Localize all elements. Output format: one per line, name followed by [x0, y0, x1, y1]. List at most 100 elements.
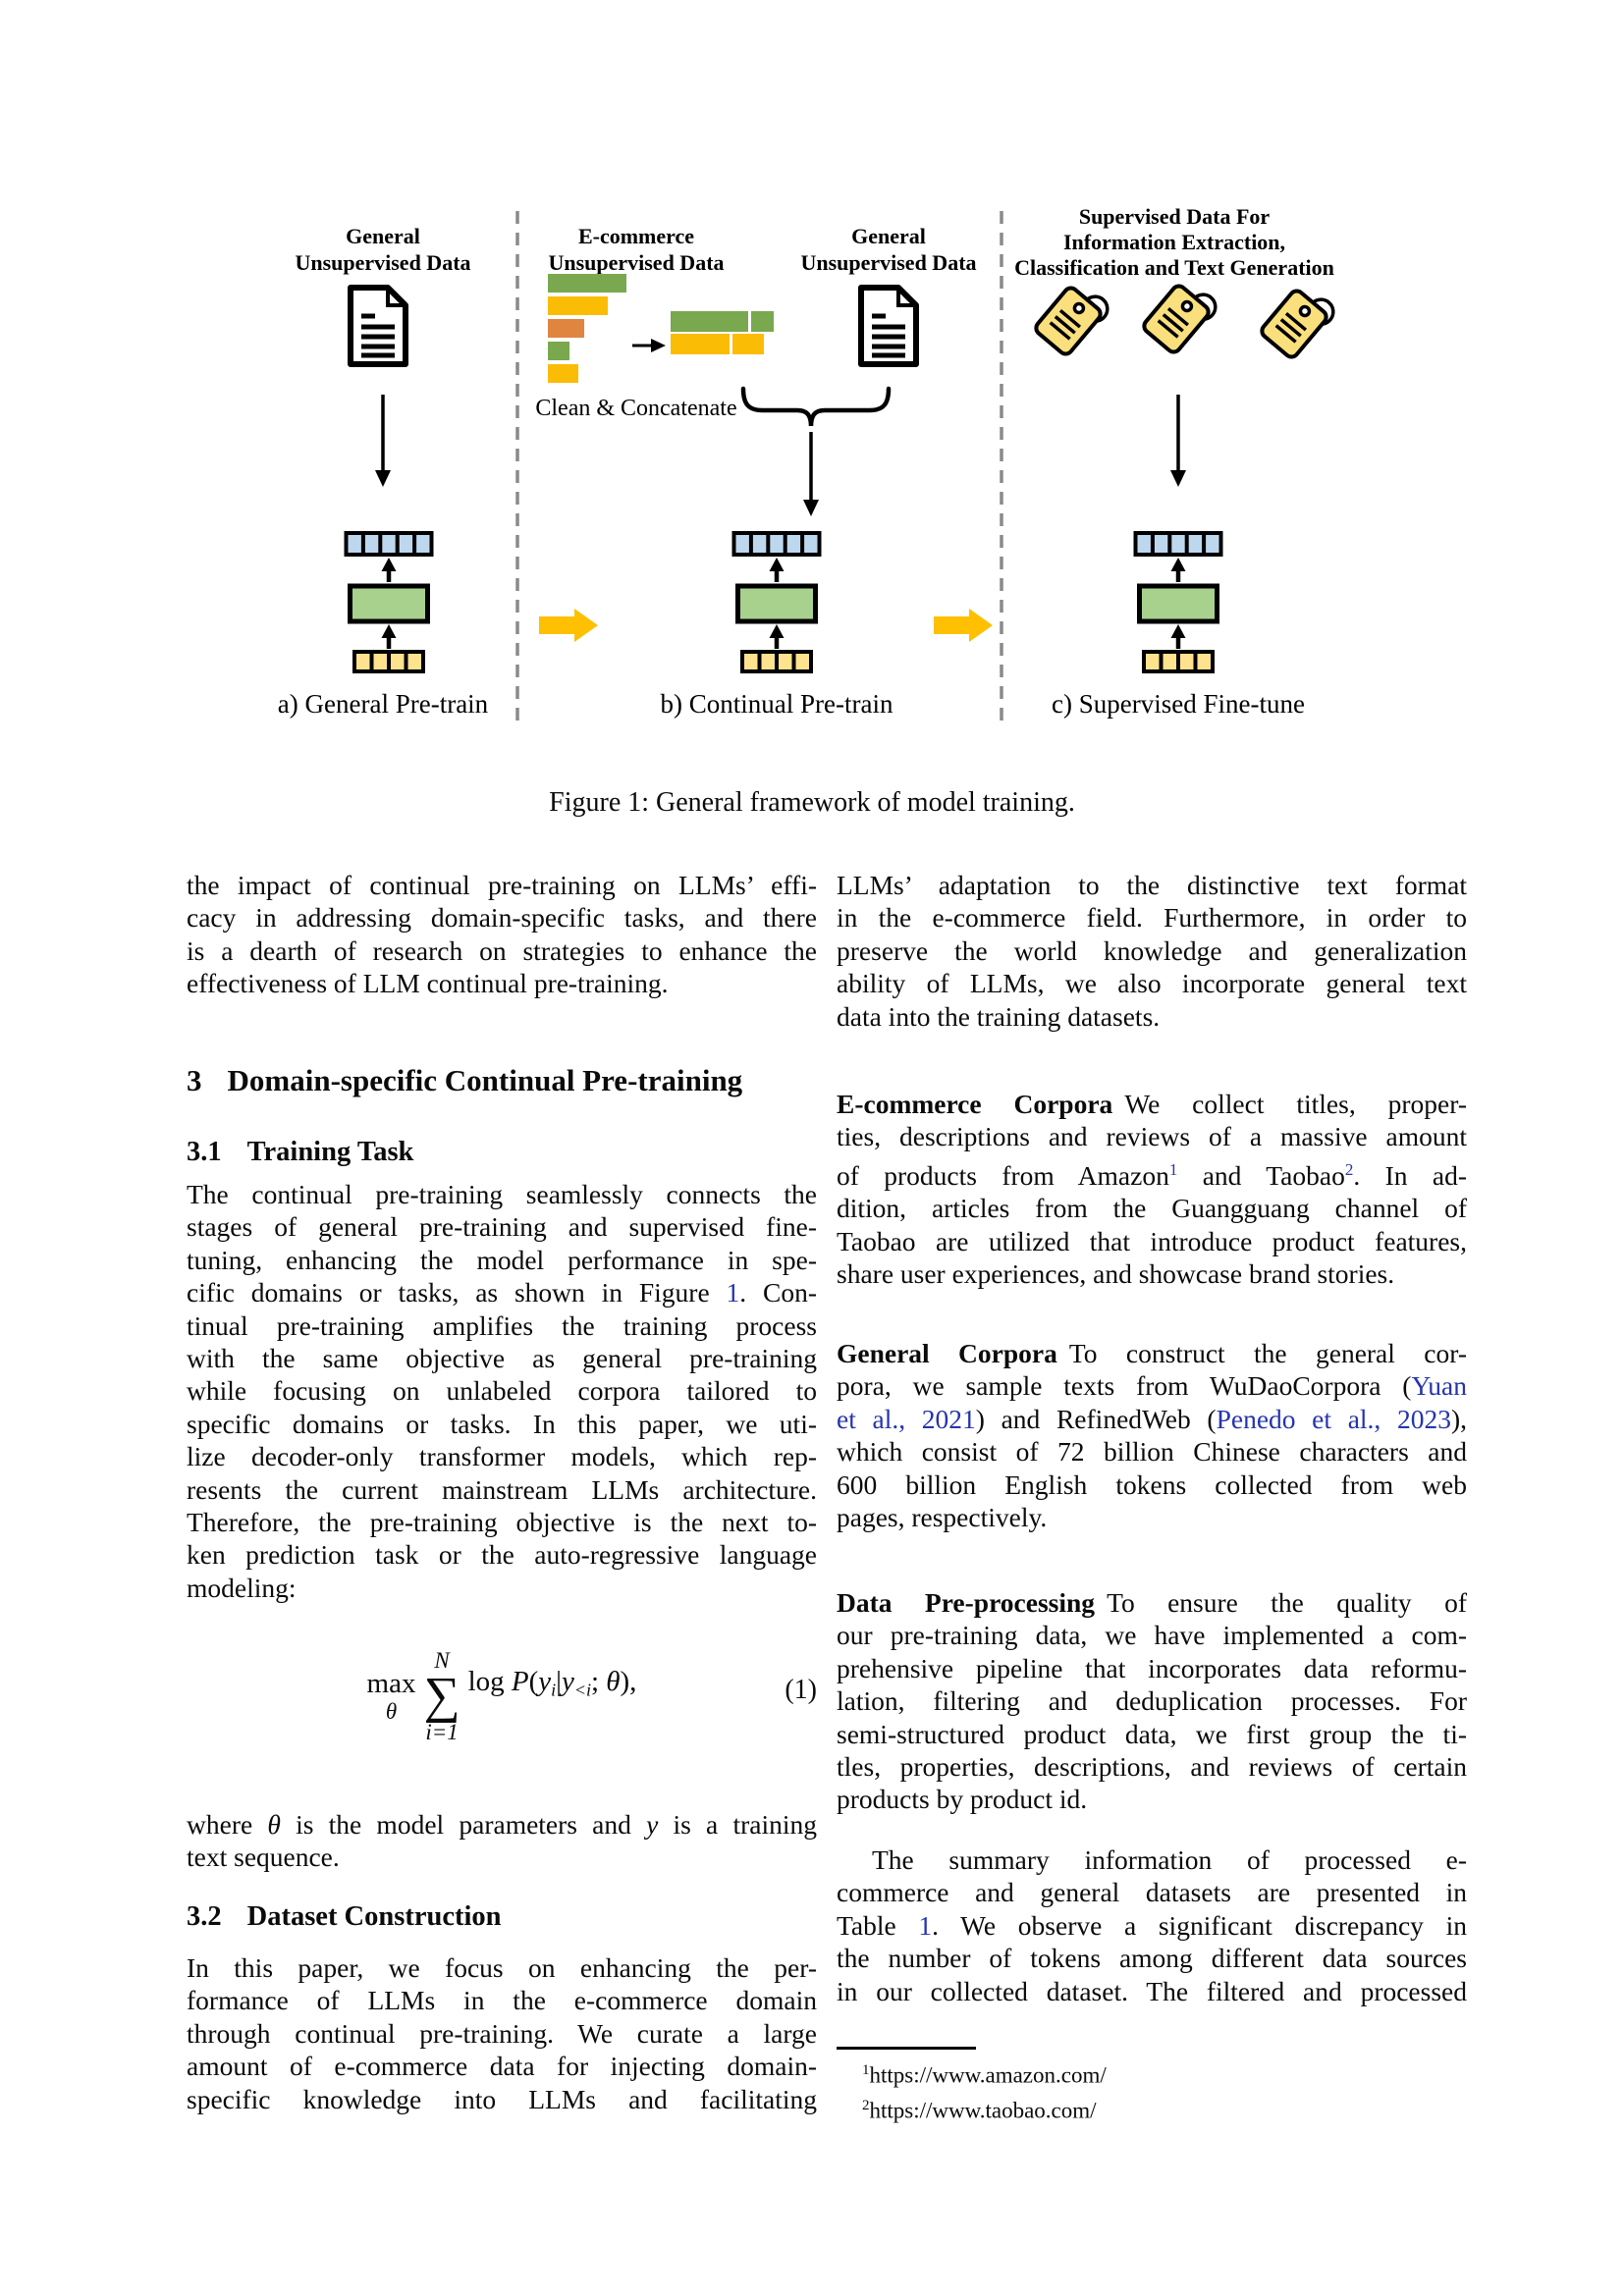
- model-stack: [1136, 533, 1221, 671]
- link[interactable]: 1: [726, 1277, 740, 1308]
- text-segment: is a training: [658, 1809, 818, 1840]
- text-segment: through continual pre-training. We curat…: [187, 2017, 817, 2049]
- footnote: 1https://www.amazon.com/: [837, 2056, 1467, 2091]
- footnotes: 1https://www.amazon.com/ 2https://www.ta…: [837, 2056, 1467, 2125]
- text-segment: stages of general pre-training and super…: [187, 1211, 817, 1243]
- text-segment: cific domains or tasks, as shown in Figu…: [187, 1277, 727, 1308]
- text-segment: ) and RefinedWeb (: [975, 1403, 1217, 1434]
- text-segment: y: [561, 1666, 574, 1698]
- text-line: amount of e-commerce data for injecting …: [187, 2050, 817, 2082]
- link[interactable]: Penedo et al., 2023: [1216, 1403, 1451, 1434]
- equation-body: log P(yi|y<i; θ),: [468, 1666, 637, 1700]
- subsection-title: Training Task: [246, 1137, 414, 1167]
- text-segment: lation, filtering and deduplication proc…: [837, 1685, 1467, 1717]
- text-segment: y: [538, 1666, 552, 1698]
- text-segment: pora, we sample texts from WuDaoCorpora …: [837, 1370, 1412, 1402]
- text-segment: |: [556, 1666, 562, 1698]
- text-segment: . Con-: [739, 1277, 818, 1308]
- text-line: the impact of continual pre-training on …: [187, 869, 817, 901]
- text-line: specific domains or tasks. In this paper…: [187, 1408, 817, 1440]
- text-line: lation, filtering and deduplication proc…: [837, 1684, 1467, 1717]
- text-segment: Table: [837, 1909, 919, 1941]
- panel-b-general-title: General: [851, 224, 926, 248]
- text-line: tinual pre-training amplifies the traini…: [187, 1309, 817, 1342]
- text-line: effectiveness of LLM continual pre-train…: [187, 967, 817, 999]
- text-line: commerce and general datasets are presen…: [837, 1876, 1467, 1908]
- tag-icon: [1257, 278, 1340, 364]
- model-stack: [347, 533, 432, 671]
- text-segment: amount of e-commerce data for injecting …: [187, 2051, 817, 2082]
- text-line: et al., 2021) and RefinedWeb (Penedo et …: [837, 1403, 1467, 1435]
- text-line: specific knowledge into LLMs and facilit…: [187, 2083, 817, 2115]
- text-segment: which consist of 72 billion Chinese char…: [837, 1436, 1467, 1468]
- text-segment: ),: [620, 1666, 637, 1698]
- text-line: prehensive pipeline that incorporates da…: [837, 1652, 1467, 1684]
- text-segment: share user experiences, and showcase bra…: [837, 1258, 1395, 1290]
- link[interactable]: Yuan: [1411, 1370, 1467, 1402]
- text-segment: i: [551, 1680, 557, 1700]
- text-segment: In this paper, we focus on enhancing the…: [187, 1952, 817, 1983]
- text-segment: our pre-training data, we have implement…: [837, 1620, 1467, 1651]
- text-line: ties, descriptions and reviews of a mass…: [837, 1120, 1467, 1152]
- section-title: Domain-specific Continual Pre-training: [227, 1063, 743, 1097]
- model-stack: [734, 533, 820, 671]
- text-segment: is a dearth of research on strategies to…: [187, 934, 817, 966]
- paragraph: the impact of continual pre-training on …: [187, 869, 817, 1000]
- text-line: ken prediction task or the auto-regressi…: [187, 1538, 817, 1571]
- link[interactable]: 1: [1168, 1159, 1178, 1179]
- text-line: The continual pre-training seamlessly co…: [187, 1178, 817, 1210]
- text-segment: where: [187, 1809, 268, 1840]
- panel-a-title: Unsupervised Data: [295, 250, 470, 275]
- text-segment: General Corpora: [837, 1338, 1057, 1368]
- text-line: formance of LLMs in the e-commerce domai…: [187, 1984, 817, 2016]
- link[interactable]: et al., 2021: [837, 1403, 976, 1434]
- text-segment: commerce and general datasets are presen…: [837, 1877, 1467, 1908]
- tag-icon: [1139, 273, 1222, 359]
- text-segment: modeling:: [187, 1572, 297, 1603]
- footnote-rule: [837, 2047, 976, 2050]
- link[interactable]: 1: [918, 1909, 933, 1941]
- text-line: LLMs’ adaptation to the distinctive text…: [837, 869, 1467, 901]
- text-segment: y: [646, 1809, 659, 1840]
- text-line: pages, respectively.: [837, 1501, 1467, 1533]
- text-segment: ;: [590, 1666, 607, 1698]
- link[interactable]: 2: [1344, 1159, 1354, 1179]
- text-segment: preserve the world knowledge and general…: [837, 934, 1467, 966]
- right-arrow-head: [651, 339, 666, 352]
- text-line: while focusing on unlabeled corpora tail…: [187, 1374, 817, 1407]
- footnote-url[interactable]: https://www.taobao.com/: [869, 2098, 1097, 2123]
- text-segment: E-commerce Corpora: [837, 1089, 1113, 1119]
- text-line: lize decoder-only transformer models, wh…: [187, 1440, 817, 1472]
- text-segment: resents the current mainstream LLMs arch…: [187, 1473, 817, 1505]
- text-segment: <i: [573, 1680, 591, 1700]
- down-arrow-head: [803, 500, 819, 516]
- subsection-title: Dataset Construction: [246, 1901, 502, 1932]
- footnote-url[interactable]: https://www.amazon.com/: [869, 2062, 1107, 2088]
- text-segment: (: [528, 1666, 539, 1698]
- text-segment: cacy in addressing domain-specific tasks…: [187, 902, 817, 934]
- text-segment: LLMs’ adaptation to the distinctive text…: [837, 870, 1467, 900]
- text-line: products by product id.: [837, 1783, 1467, 1815]
- text-line: text sequence.: [187, 1841, 817, 1873]
- text-line: cacy in addressing domain-specific tasks…: [187, 901, 817, 934]
- text-line: where θ is the model parameters and y is…: [187, 1808, 817, 1841]
- raw-data-bars: [548, 274, 626, 383]
- text-segment: data into the training datasets.: [837, 1000, 1161, 1032]
- text-line: Taobao are utilized that introduce produ…: [837, 1225, 1467, 1257]
- panel-b-title: E-commerce: [578, 224, 694, 248]
- text-segment: ),: [1450, 1403, 1467, 1434]
- text-segment: To ensure the quality of: [1107, 1587, 1467, 1618]
- paragraph: The continual pre-training seamlessly co…: [187, 1178, 817, 1604]
- text-segment: while focusing on unlabeled corpora tail…: [187, 1375, 817, 1407]
- text-segment: To construct the general cor-: [1068, 1338, 1467, 1368]
- text-segment: products by product id.: [837, 1784, 1088, 1815]
- text-line: in the e-commerce field. Furthermore, in…: [837, 901, 1467, 934]
- figure-caption: Figure 1: General framework of model tra…: [549, 787, 1075, 818]
- text-line: is a dearth of research on strategies to…: [187, 934, 817, 967]
- text-segment: formance of LLMs in the e-commerce domai…: [187, 1985, 817, 2016]
